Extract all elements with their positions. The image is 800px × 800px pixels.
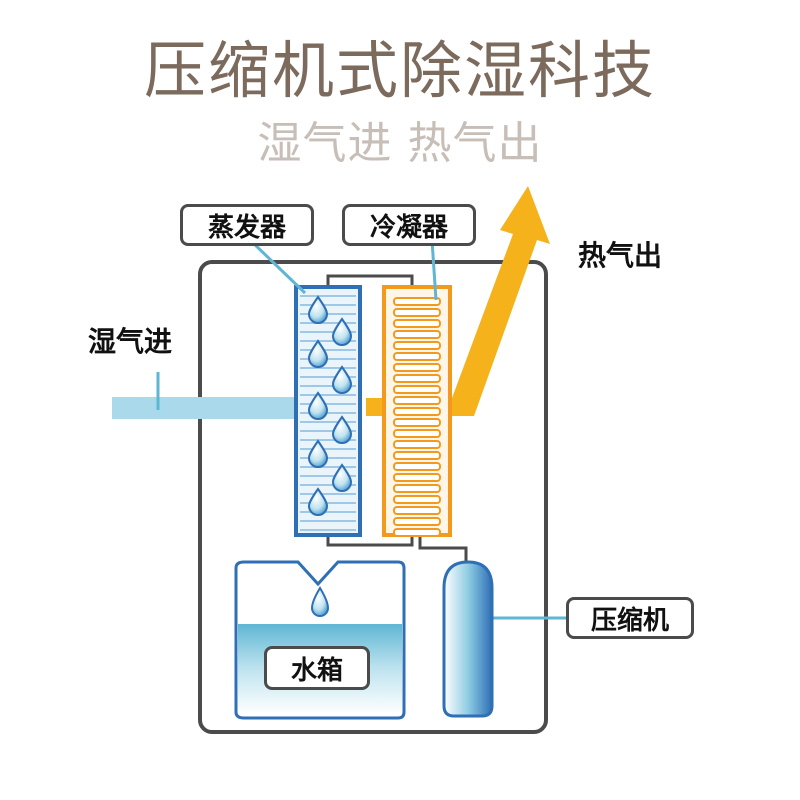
water-drop-icon xyxy=(310,586,330,617)
water-drop-icon xyxy=(331,317,353,346)
condenser-label: 冷凝器 xyxy=(342,204,476,246)
water-drop-icon xyxy=(307,487,329,516)
water-drop-icon xyxy=(331,463,353,492)
page-title: 压缩机式除湿科技 xyxy=(143,34,656,107)
hot-air-arrow xyxy=(366,186,550,416)
water-drop-icon xyxy=(331,365,353,394)
evaporator-coil xyxy=(294,285,362,537)
water-drop-icon xyxy=(331,415,353,444)
water-drop-icon xyxy=(307,339,329,368)
water-drop-icon xyxy=(307,391,329,420)
condenser-leader xyxy=(430,239,438,301)
water-drop-icon xyxy=(307,439,329,468)
moist-air-flow xyxy=(112,397,302,419)
compressor-unit xyxy=(442,560,494,718)
water-tank xyxy=(234,560,406,720)
refrigerant-pipe-top xyxy=(326,274,414,287)
evaporator-label: 蒸发器 xyxy=(180,204,314,246)
hot-air-out-label: 热气出 xyxy=(578,239,663,272)
compressor-label: 压缩机 xyxy=(566,597,694,639)
water-drop-icon xyxy=(307,295,329,324)
page-subtitle: 湿气进 热气出 xyxy=(257,118,543,169)
unit-cabinet xyxy=(198,260,548,734)
compressor-pipe xyxy=(418,535,468,564)
condenser-coil xyxy=(382,285,452,537)
moist-air-in-label: 湿气进 xyxy=(88,325,173,358)
refrigerant-pipe-bottom xyxy=(326,535,414,547)
water-tank-label: 水箱 xyxy=(264,646,370,690)
evaporator-leader xyxy=(248,238,307,295)
